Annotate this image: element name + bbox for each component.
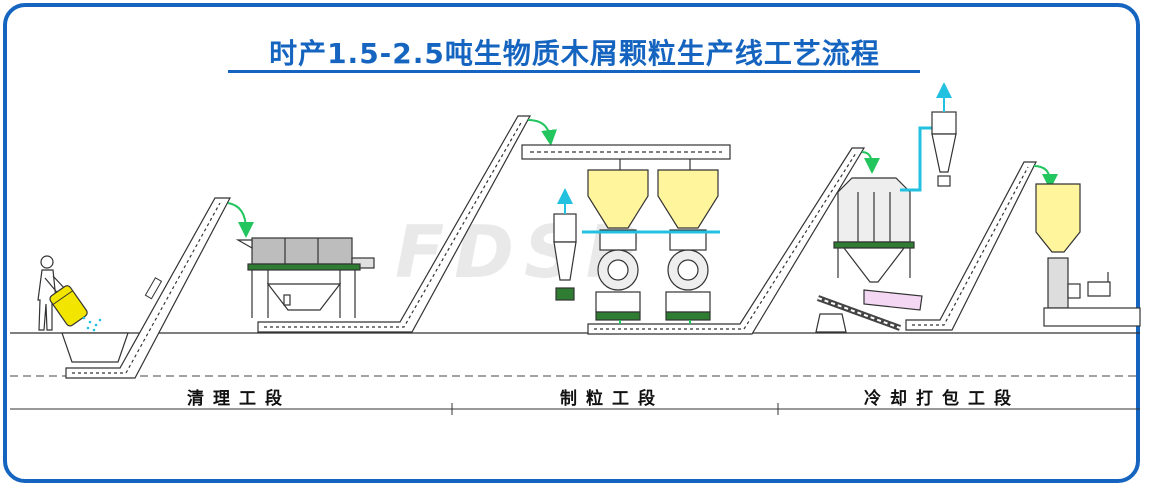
pellet-mill-1	[595, 229, 641, 321]
cooler-air-pipe	[900, 126, 932, 192]
distribution-conveyor	[521, 144, 731, 170]
raw-material-bag	[49, 285, 88, 327]
cyclone-1	[553, 213, 577, 301]
pellet-mill-bin-2	[657, 169, 719, 229]
flow-arrow-4	[1033, 165, 1058, 190]
cyclone-2	[931, 111, 957, 187]
stage-label-pelletizing: 制粒工段	[560, 389, 664, 409]
feeding-hopper	[61, 332, 129, 363]
stage-tick-marks	[446, 403, 784, 415]
pellet-mill-2	[665, 229, 711, 321]
diagram-title: 时产1.5-2.5吨生物质木屑颗粒生产线工艺流程	[269, 37, 880, 70]
worker-figure	[37, 255, 67, 331]
pellet-mill-bin-1	[587, 169, 649, 229]
packing-bin	[1035, 183, 1081, 253]
bucket-elevator-1	[65, 197, 231, 379]
stage-label-cleaning: 清理工段	[187, 389, 291, 409]
vibrating-screener	[815, 289, 923, 333]
inclined-conveyor-3	[587, 147, 866, 335]
flow-arrow-2	[527, 119, 558, 146]
flow-arrow-1	[227, 202, 254, 238]
drum-screener	[235, 237, 375, 318]
flow-arrow-3	[861, 151, 880, 174]
elevator-label-plate	[144, 277, 163, 300]
material-spray	[82, 316, 102, 332]
title-underline	[228, 70, 920, 73]
packing-machine	[1043, 257, 1141, 327]
inclined-conveyor-2	[257, 115, 532, 333]
counterflow-cooler	[833, 177, 915, 283]
stage-label-cooling-packing: 冷却打包工段	[864, 389, 1020, 409]
inclined-conveyor-4	[905, 161, 1037, 331]
